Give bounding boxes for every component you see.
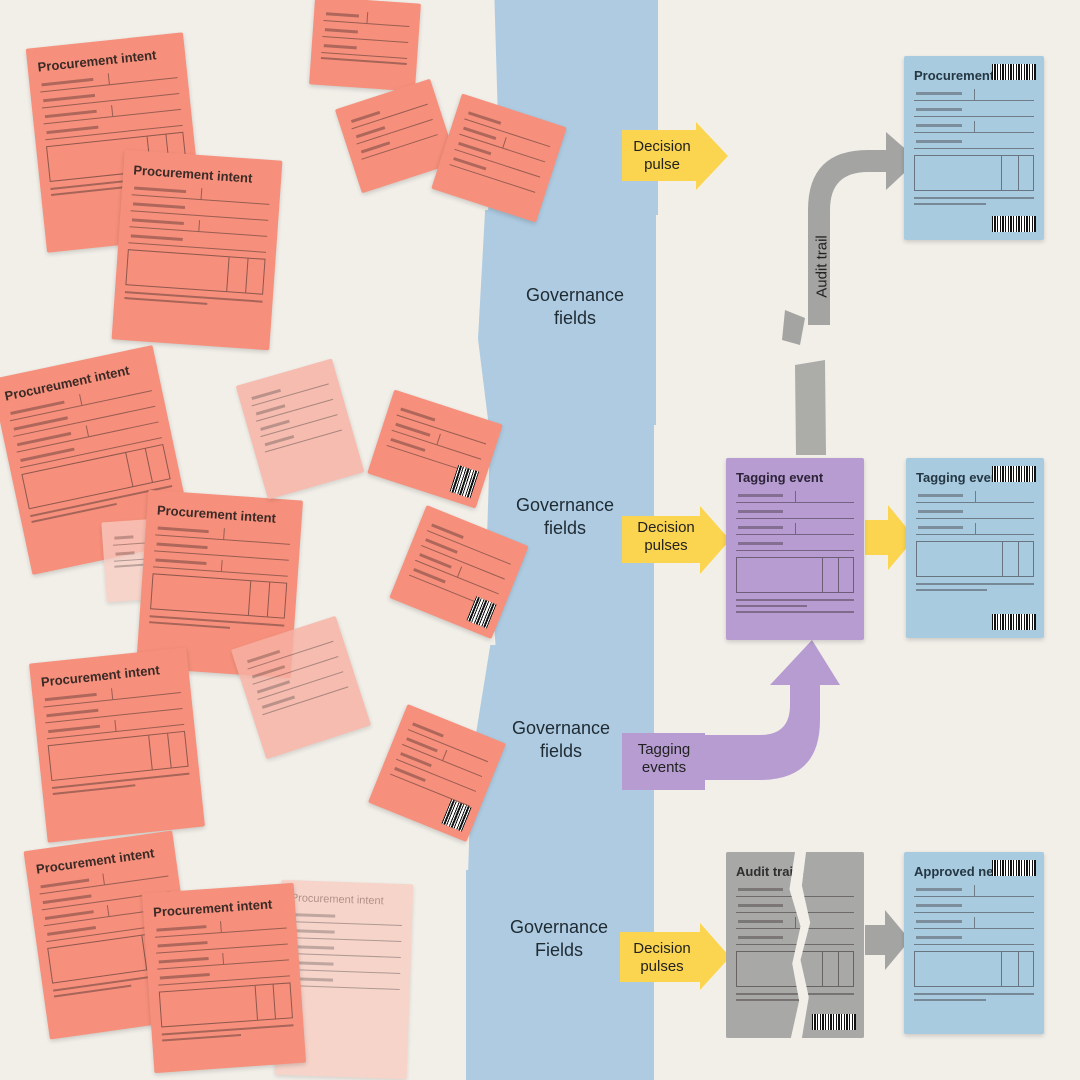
lane-label-1: Governance fields [525, 285, 625, 328]
card-title: Procurement intent [152, 896, 273, 920]
small-form-card [309, 0, 421, 92]
card-title: Procurement intent [290, 892, 384, 908]
decision-pulses-label-mid: Decision pulses [637, 519, 695, 554]
governance-lane-2 [478, 210, 656, 425]
audit-trail-strip [795, 360, 826, 455]
barcode [992, 466, 1036, 482]
approved-new-card: Approved new [904, 852, 1044, 1034]
procurement-intent-card: Procurement intent [29, 647, 205, 843]
decision-pulse-label-top: Decision pulse [633, 138, 691, 173]
card-title: Audit trails [736, 864, 804, 879]
card-title: Procurement intent [156, 502, 277, 526]
card-title: Procurement intent [132, 162, 253, 186]
lane-label-4: Governance Fields [509, 917, 609, 960]
decision-pulses-label-bottom: Decision pulses [633, 940, 691, 975]
barcode [812, 1014, 856, 1030]
lane-label-2: Governance fields [515, 495, 615, 538]
bottom-grey-arrow [865, 910, 910, 970]
barcode [449, 464, 480, 499]
audit-trails-card: Audit trails [726, 852, 864, 1038]
tagging-event-card: Tagging event [726, 458, 864, 640]
audit-trail-arrow [808, 132, 918, 325]
barcode [992, 860, 1036, 876]
procurement-intent-card: Procurement intent [141, 882, 307, 1074]
barcode [992, 216, 1036, 232]
card-title: Tagging event [736, 470, 824, 485]
procurement-intent-card: Procurement intent [111, 149, 283, 351]
card-title: Procurement [914, 68, 995, 83]
card-title: Approved new [914, 864, 1004, 879]
tagging-event-result-card: Tagging event [906, 458, 1044, 638]
audit-trail-fragment [782, 310, 805, 345]
audit-trail-label: Audit trail [813, 235, 831, 298]
mid-yellow-right-arrow [865, 505, 915, 570]
lane-label-3: Governance fields [511, 718, 611, 761]
barcode [992, 64, 1036, 80]
card-title: Tagging event [916, 470, 1004, 485]
tagging-events-label: Tagging events [637, 741, 691, 776]
barcode [992, 614, 1036, 630]
procurement-card: Procurement [904, 56, 1044, 240]
